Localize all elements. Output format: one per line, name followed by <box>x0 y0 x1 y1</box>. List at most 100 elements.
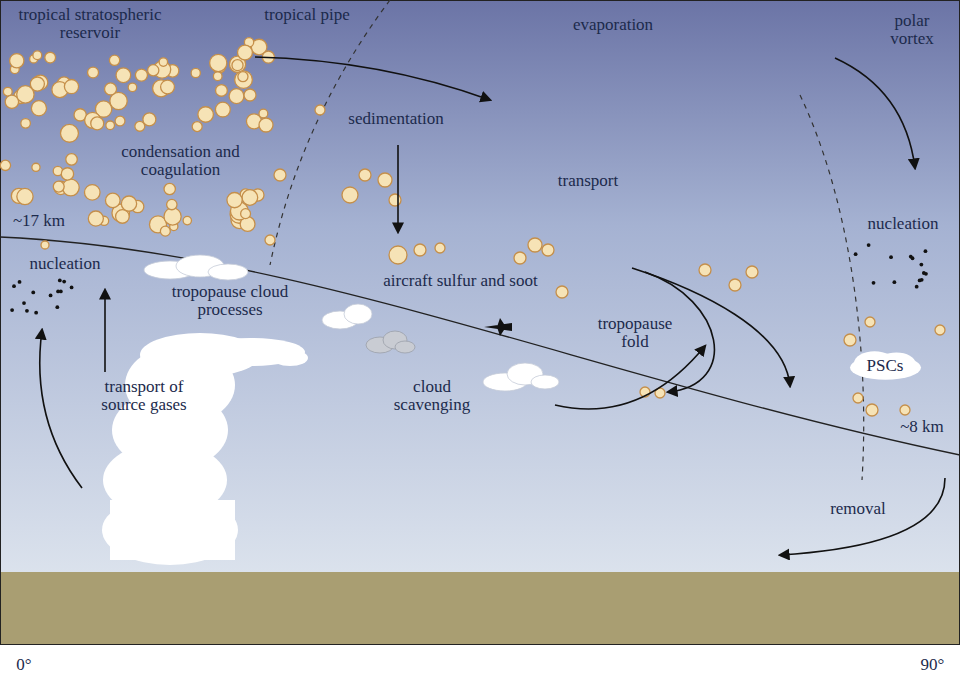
nucleation-dot <box>10 308 14 312</box>
process-label: 90° <box>910 656 955 674</box>
aerosol-particle <box>227 192 242 207</box>
process-label: ~17 km <box>4 212 74 230</box>
nucleation-dot <box>31 291 35 295</box>
cloud-label: PSCs <box>849 357 922 375</box>
aerosol-particle <box>378 173 392 187</box>
aerosol-particle <box>66 154 78 166</box>
aerosol-particle <box>164 208 181 225</box>
process-label: aircraft sulfur and soot <box>383 272 538 290</box>
aerosol-particle <box>238 72 248 82</box>
aerosol-particle <box>389 194 401 206</box>
aerosol-particles <box>0 38 945 416</box>
aerosol-particle <box>109 55 119 65</box>
aerosol-particle <box>61 168 73 180</box>
nucleation-dot <box>34 311 38 315</box>
aerosol-particle <box>121 196 136 211</box>
aerosol-particle <box>259 118 273 132</box>
aerosol-particle <box>183 216 191 224</box>
nucleation-dot <box>919 263 923 267</box>
nucleation-dot <box>12 284 16 288</box>
nucleation-dot <box>924 249 928 253</box>
nucleation-dots <box>10 243 928 314</box>
aerosol-particle <box>528 238 542 252</box>
nucleation-dot <box>892 280 896 284</box>
sky <box>0 0 960 645</box>
aerosol-particle <box>191 68 200 77</box>
nucleation-dot <box>872 281 876 285</box>
ground <box>0 572 960 645</box>
aerosol-particle <box>229 89 244 104</box>
cumulonimbus-cloud <box>102 333 308 565</box>
aerosol-particle <box>414 244 426 256</box>
process-label: sedimentation <box>336 110 456 128</box>
aerosol-particle <box>60 124 78 142</box>
aerosol-particle <box>105 193 120 208</box>
aerosol-particle <box>542 244 554 256</box>
small-clouds <box>144 255 559 391</box>
nucleation-dot <box>59 290 63 294</box>
process-label: polar vortex <box>872 12 952 48</box>
aerosol-particle <box>167 199 177 209</box>
nucleation-dot <box>867 243 871 247</box>
aerosol-particle <box>935 325 945 335</box>
nucleation-dot <box>49 293 53 297</box>
aerosol-particle <box>315 105 325 115</box>
aerosol-particle <box>128 83 137 92</box>
aerosol-particle <box>342 187 358 203</box>
process-label: removal <box>818 500 898 518</box>
nucleation-dot <box>922 271 926 275</box>
aerosol-particle <box>88 211 103 226</box>
aerosol-particle <box>865 317 875 327</box>
aerosol-particle <box>64 80 78 94</box>
process-label: transport <box>543 172 633 190</box>
process-label: nucleation <box>20 255 110 273</box>
process-label: cloud scavenging <box>380 378 484 414</box>
aerosol-particle <box>844 334 856 346</box>
aerosol-particle <box>359 169 371 181</box>
aerosol-particle <box>159 58 167 66</box>
aerosol-particle <box>116 68 131 83</box>
aerosol-particle <box>514 252 526 264</box>
aerosol-particle <box>106 121 115 130</box>
aerosol-particle <box>161 80 175 94</box>
aerosol-particle <box>53 181 64 192</box>
aerosol-particle <box>215 102 230 117</box>
aerosol-particle <box>900 405 910 415</box>
aerosol-particle <box>33 51 42 60</box>
nucleation-dot <box>18 280 22 284</box>
nucleation-dot <box>22 301 26 305</box>
aerosol-particle <box>45 52 56 63</box>
aerosol-particle <box>21 119 31 129</box>
aerosol-particle <box>32 163 40 171</box>
nucleation-dot <box>911 256 915 260</box>
aerosol-particle <box>265 235 275 245</box>
process-label: tropopause cloud processes <box>140 283 320 319</box>
nucleation-dot <box>25 309 29 313</box>
aerosol-particle <box>435 243 445 253</box>
process-label: tropical stratospheric reservoir <box>10 6 170 42</box>
aerosol-particle <box>105 83 117 95</box>
aerosol-particle <box>213 72 222 81</box>
aerosol-particle <box>88 67 99 78</box>
aerosol-particle <box>235 71 253 89</box>
aerosol-particle <box>192 122 202 132</box>
aerosol-particle <box>274 169 286 181</box>
nucleation-dot <box>62 280 66 284</box>
aerosol-particle <box>729 279 741 291</box>
polar-vortex-boundary <box>800 95 864 480</box>
process-label: evaporation <box>553 16 673 34</box>
aerosol-particle <box>143 113 156 126</box>
aerosol-particle <box>84 185 100 201</box>
nucleation-dot <box>915 285 919 289</box>
aerosol-particle <box>389 246 407 264</box>
nucleation-dot <box>854 252 858 256</box>
aerosol-particle <box>244 89 256 101</box>
nucleation-dot <box>918 279 922 283</box>
aerosol-particle <box>556 286 568 298</box>
aerosol-particle <box>62 179 79 196</box>
psc-cloud: PSCs <box>849 350 922 382</box>
aerosol-particle <box>866 404 878 416</box>
frame <box>1 1 960 645</box>
